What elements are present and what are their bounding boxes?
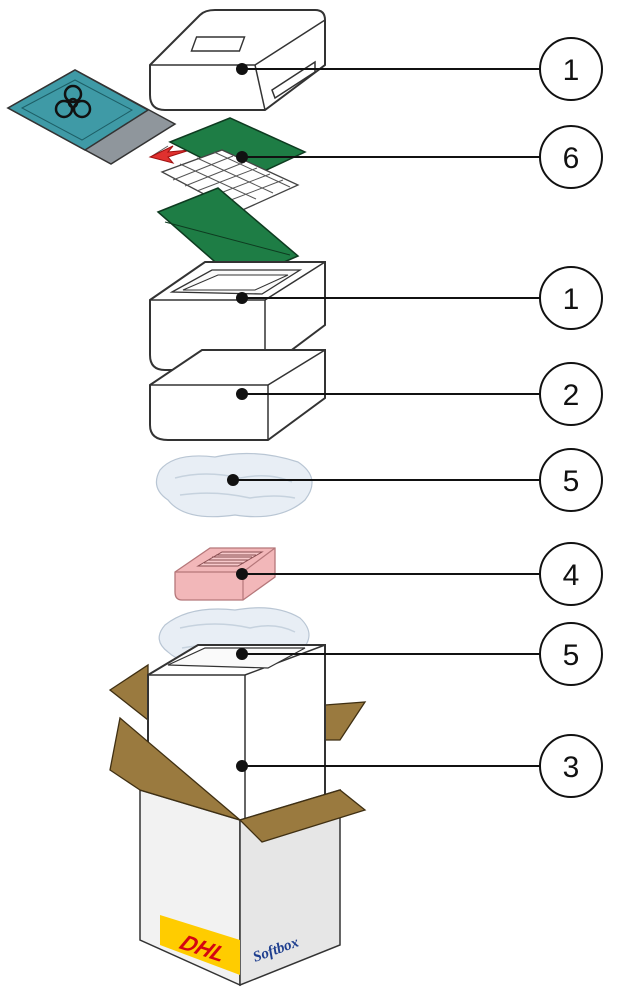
callout-5-lower: 5 (539, 622, 603, 686)
callout-label: 5 (563, 639, 580, 672)
inner-container (149, 261, 326, 371)
callout-label: 1 (563, 283, 580, 316)
insert-arrow (148, 145, 191, 164)
specimen-rack (174, 547, 276, 601)
outer-shipping-box: DHL Softbox (108, 644, 367, 987)
callout-3: 3 (539, 734, 603, 798)
callout-4: 4 (539, 542, 603, 606)
callout-label: 4 (563, 559, 580, 592)
top-lid (149, 9, 326, 111)
callout-5-upper: 5 (539, 448, 603, 512)
biohazard-pouch (6, 69, 177, 165)
callout-1-middle: 1 (539, 266, 603, 330)
biohazard-icon (54, 84, 92, 119)
callout-label: 2 (563, 379, 580, 412)
callout-label: 6 (563, 142, 580, 175)
absorbent-sheet-bottom (156, 187, 300, 283)
callout-label: 1 (563, 54, 580, 87)
callout-6: 6 (539, 125, 603, 189)
leader-lines (233, 68, 540, 767)
callout-label: 5 (563, 465, 580, 498)
leader-dots (227, 63, 248, 772)
callout-label: 3 (563, 751, 580, 784)
callout-2: 2 (539, 362, 603, 426)
callout-1-top: 1 (539, 37, 603, 101)
